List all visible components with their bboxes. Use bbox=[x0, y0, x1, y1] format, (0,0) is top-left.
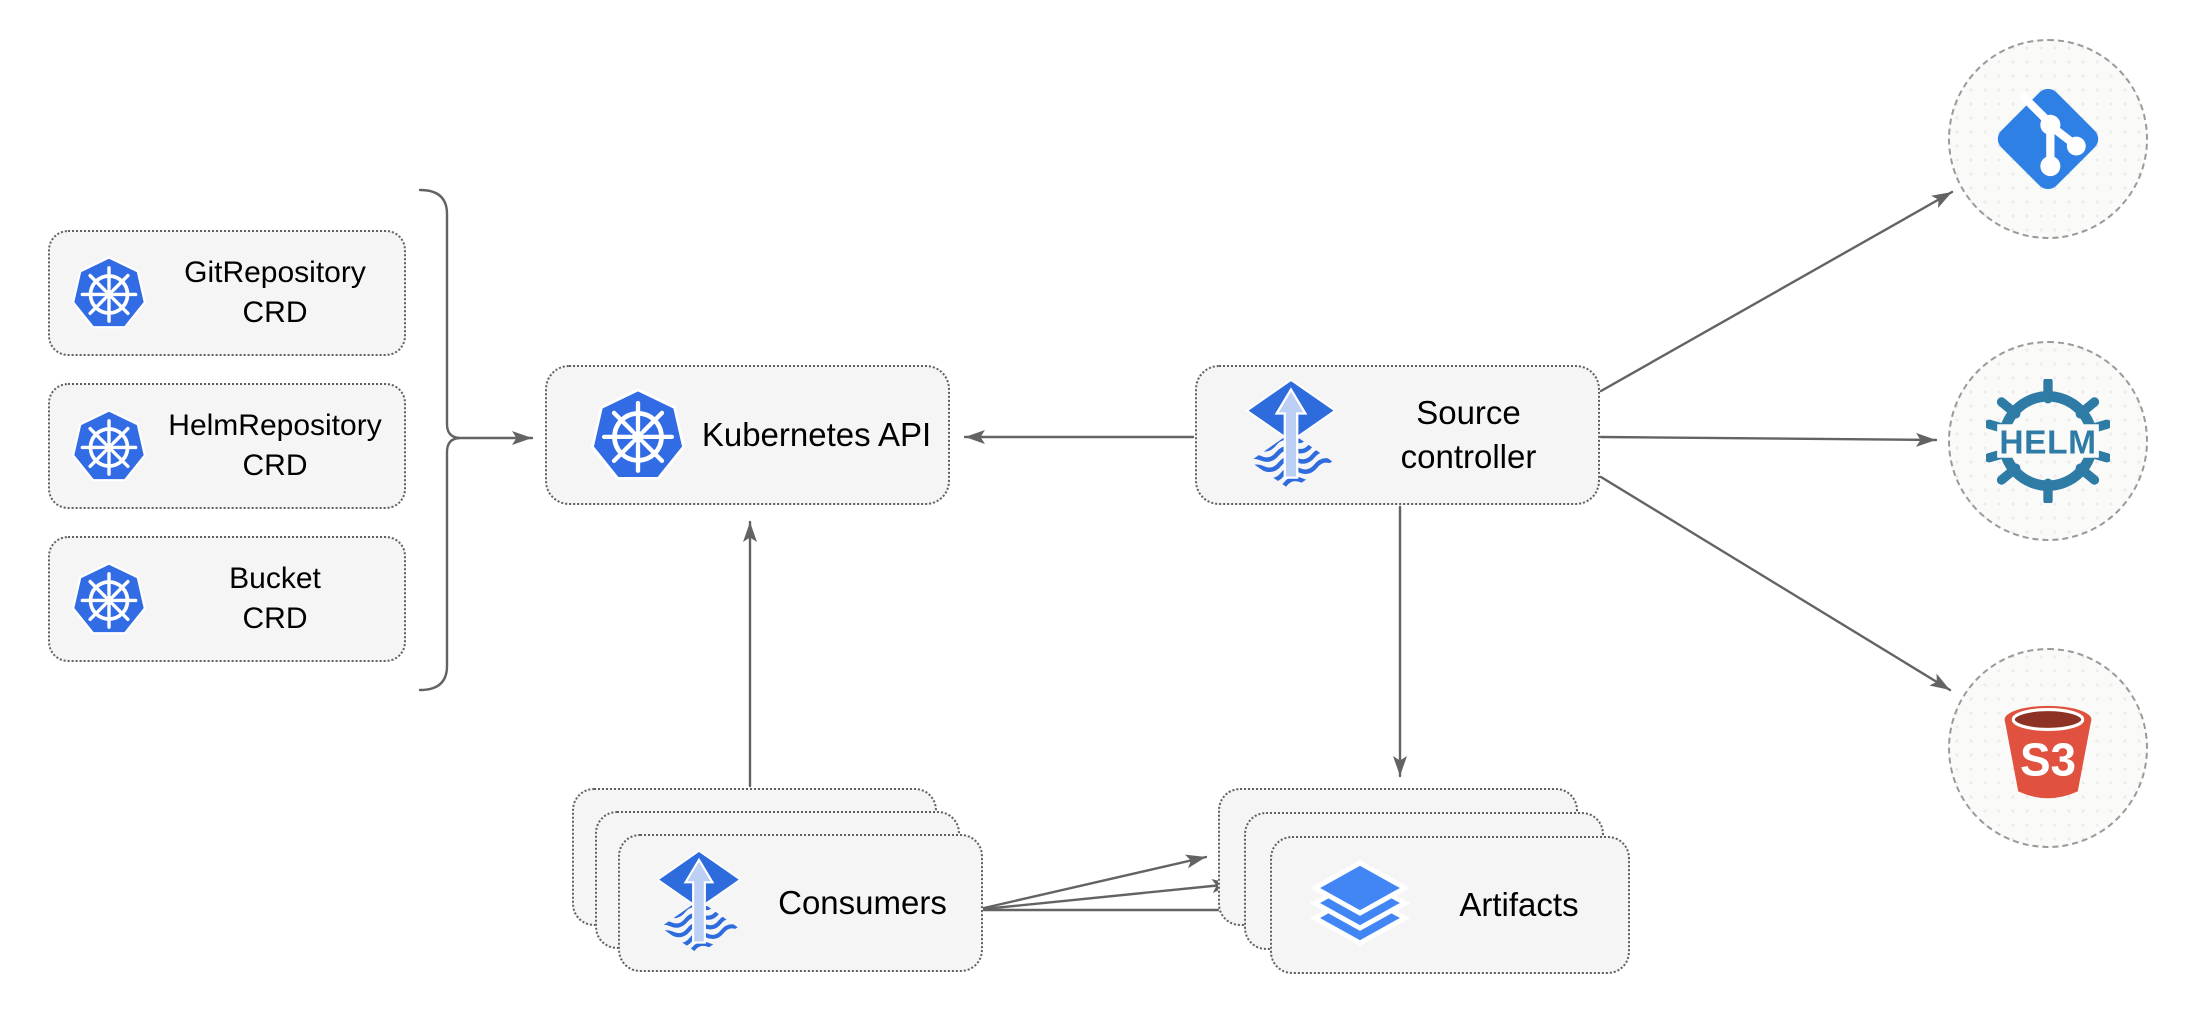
endpoint-git bbox=[1948, 39, 2148, 239]
node-consumers: Consumers bbox=[618, 834, 983, 972]
node-artifacts-stack: Artifacts bbox=[1218, 788, 1630, 974]
bracket-lower bbox=[418, 436, 461, 692]
node-label: Artifacts bbox=[1459, 886, 1579, 923]
arrow-consumers-to-artifacts-1 bbox=[982, 854, 1208, 910]
node-label: Kubernetes API bbox=[701, 416, 932, 454]
s3-label: S3 bbox=[2020, 733, 2076, 785]
node-source-controller: Source controller bbox=[1195, 365, 1600, 505]
kubernetes-icon bbox=[72, 562, 146, 635]
node-consumers-stack: Consumers bbox=[572, 788, 983, 974]
node-bucket-crd: Bucket CRD bbox=[48, 536, 406, 662]
endpoint-helm: HELM bbox=[1948, 341, 2148, 541]
node-gitrepository-crd: GitRepository CRD bbox=[48, 230, 406, 356]
node-kubernetes-api: Kubernetes API bbox=[545, 365, 950, 505]
arrow-source-to-helm bbox=[1599, 432, 1938, 447]
arrow-consumers-to-artifacts-2 bbox=[982, 879, 1234, 911]
node-label: GitRepository CRD bbox=[184, 256, 366, 329]
kubernetes-icon bbox=[72, 409, 146, 482]
arrow-source-to-s3 bbox=[1599, 475, 1952, 692]
node-label: Consumers bbox=[778, 884, 947, 921]
node-label: Source controller bbox=[1400, 394, 1537, 475]
node-label: HelmRepository CRD bbox=[168, 409, 382, 482]
s3-bucket-icon: S3 bbox=[2004, 705, 2092, 799]
flux-consumer-icon bbox=[656, 850, 742, 955]
flux-source-icon bbox=[1245, 378, 1337, 490]
layers-icon bbox=[1310, 860, 1410, 946]
node-label: Bucket CRD bbox=[229, 562, 321, 635]
kubernetes-icon bbox=[72, 256, 146, 329]
helm-icon: HELM bbox=[1986, 379, 2110, 503]
kubernetes-icon bbox=[591, 388, 685, 480]
arrow-source-to-git bbox=[1599, 190, 1954, 393]
node-helmrepository-crd: HelmRepository CRD bbox=[48, 383, 406, 509]
helm-label: HELM bbox=[1999, 424, 2096, 461]
endpoint-s3: S3 bbox=[1948, 648, 2148, 848]
bracket-upper bbox=[418, 188, 461, 440]
git-icon bbox=[1997, 88, 2099, 190]
node-artifacts: Artifacts bbox=[1270, 836, 1630, 974]
